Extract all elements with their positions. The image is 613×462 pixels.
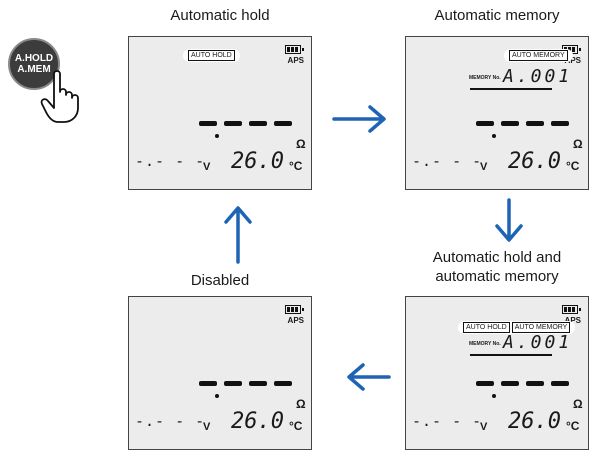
volt-unit: V	[480, 161, 488, 173]
decimal-point	[215, 134, 219, 138]
caption-auto-hold-memory-line1: Automatic hold and	[432, 249, 562, 266]
memory-number-label: MEMORY No.	[469, 75, 501, 81]
resistance-dash	[526, 121, 544, 126]
memory-underline	[470, 354, 552, 356]
resistance-dash	[274, 381, 292, 386]
battery-icon	[285, 45, 304, 54]
volt-unit: V	[203, 161, 211, 173]
arrow-up-icon	[224, 206, 252, 264]
lcd-auto-hold: APS AUTO HOLD Ω -.- - - V 26.0 °C	[128, 36, 312, 190]
auto-memory-tag: AUTO MEMORY	[509, 50, 568, 61]
decimal-point	[492, 134, 496, 138]
status-pill: AUTO MEMORY	[504, 49, 573, 62]
temperature-readout: 26.0	[231, 149, 284, 174]
auto-hold-tag: AUTO HOLD	[463, 322, 510, 333]
ahold-amem-button[interactable]: A.HOLD A.MEM	[8, 38, 60, 90]
button-label-line1: A.HOLD	[14, 53, 54, 64]
memory-number-label: MEMORY No.	[469, 341, 501, 347]
voltage-readout: -.- - -	[135, 152, 206, 170]
resistance-dash	[199, 381, 217, 386]
decimal-point	[215, 394, 219, 398]
auto-hold-tag: AUTO HOLD	[188, 50, 235, 61]
resistance-dash	[526, 381, 544, 386]
ohm-unit: Ω	[573, 397, 583, 411]
auto-memory-tag: AUTO MEMORY	[511, 322, 571, 333]
memory-number-value: A.001	[503, 66, 573, 87]
celsius-unit: °C	[289, 419, 303, 433]
hand-press-icon	[40, 70, 79, 123]
resistance-dash	[274, 121, 292, 126]
memory-underline	[470, 88, 552, 90]
lcd-auto-hold-memory: APS AUTO HOLD AUTO MEMORY MEMORY No. A.0…	[405, 296, 589, 450]
arrow-down-icon	[495, 198, 523, 242]
lcd-auto-memory: APS AUTO MEMORY MEMORY No. A.001 Ω -.- -…	[405, 36, 589, 190]
resistance-dash	[476, 121, 494, 126]
voltage-readout: -.- - -	[412, 152, 483, 170]
temperature-readout: 26.0	[508, 409, 561, 434]
resistance-dash	[199, 121, 217, 126]
status-pill: AUTO HOLD	[183, 49, 240, 62]
voltage-readout: -.- - -	[412, 412, 483, 430]
temperature-readout: 26.0	[508, 149, 561, 174]
voltage-readout: -.- - -	[135, 412, 206, 430]
aps-indicator: APS	[564, 316, 581, 325]
resistance-dash	[501, 121, 519, 126]
resistance-dash	[249, 121, 267, 126]
lcd-disabled: APS Ω -.- - - V 26.0 °C	[128, 296, 312, 450]
temperature-readout: 26.0	[231, 409, 284, 434]
celsius-unit: °C	[566, 419, 580, 433]
volt-unit: V	[203, 421, 211, 433]
resistance-dash	[249, 381, 267, 386]
ohm-unit: Ω	[296, 137, 306, 151]
celsius-unit: °C	[289, 159, 303, 173]
aps-indicator: APS	[287, 316, 304, 325]
ohm-unit: Ω	[573, 137, 583, 151]
caption-auto-hold: Automatic hold	[170, 7, 270, 24]
volt-unit: V	[480, 421, 488, 433]
arrow-right-icon	[332, 105, 386, 133]
celsius-unit: °C	[566, 159, 580, 173]
decimal-point	[492, 394, 496, 398]
battery-icon	[285, 305, 304, 314]
caption-auto-memory: Automatic memory	[434, 7, 560, 24]
ohm-unit: Ω	[296, 397, 306, 411]
arrow-left-icon	[347, 363, 391, 391]
button-label-line2: A.MEM	[17, 64, 51, 75]
resistance-dash	[501, 381, 519, 386]
resistance-dash	[551, 121, 569, 126]
aps-indicator: APS	[287, 56, 304, 65]
resistance-dash	[476, 381, 494, 386]
resistance-dash	[224, 121, 242, 126]
status-pill: AUTO HOLD AUTO MEMORY	[458, 321, 576, 334]
memory-number-value: A.001	[503, 332, 573, 353]
resistance-dash	[551, 381, 569, 386]
aps-indicator: APS	[564, 56, 581, 65]
caption-auto-hold-memory-line2: automatic memory	[435, 268, 559, 285]
caption-disabled: Disabled	[190, 272, 250, 289]
resistance-dash	[224, 381, 242, 386]
battery-icon	[562, 305, 581, 314]
